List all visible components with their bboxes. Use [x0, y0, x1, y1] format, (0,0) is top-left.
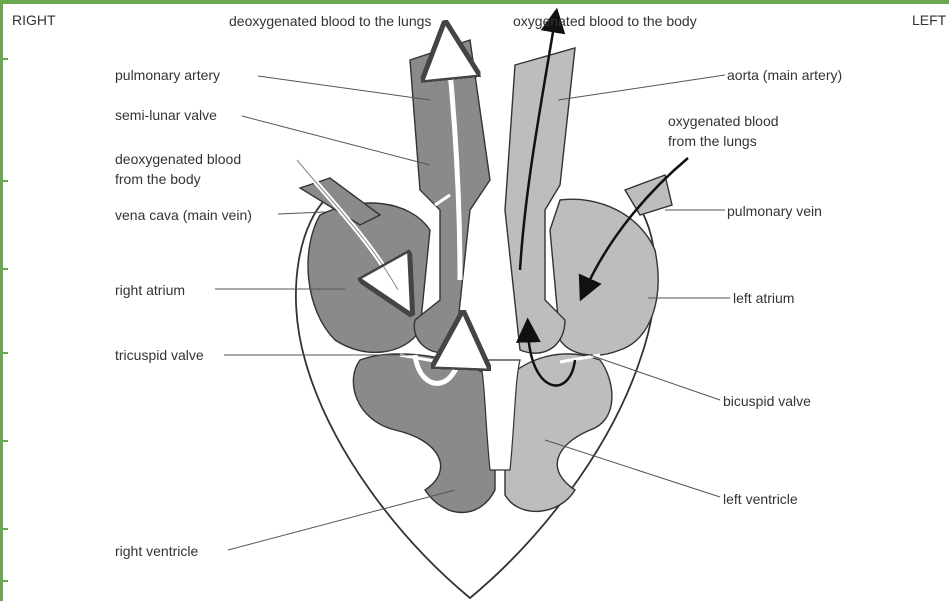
- tricuspid-valve-label: tricuspid valve: [115, 346, 204, 364]
- deoxygenated-from-body-label-line1: deoxygenated blood: [115, 150, 241, 168]
- bicuspid-valve-label: bicuspid valve: [723, 392, 811, 410]
- aorta-label: aorta (main artery): [727, 66, 842, 84]
- semi-lunar-valve-label: semi-lunar valve: [115, 106, 217, 124]
- oxygenated-from-lungs-label-line2: from the lungs: [668, 132, 757, 150]
- oxygenated-from-lungs-label-line1: oxygenated blood: [668, 112, 779, 130]
- right-corner-label: RIGHT: [12, 12, 56, 28]
- right-ventricle-label: right ventricle: [115, 542, 198, 560]
- right-atrium-shape: [308, 203, 430, 352]
- deoxygenated-from-body-label-line2: from the body: [115, 170, 201, 188]
- oxygenated-to-body-label: oxygenated blood to the body: [513, 12, 697, 30]
- pulmonary-vein-label: pulmonary vein: [727, 202, 822, 220]
- left-atrium-label: left atrium: [733, 289, 794, 307]
- deoxygenated-to-lungs-label: deoxygenated blood to the lungs: [229, 12, 431, 30]
- pulmonary-artery-label: pulmonary artery: [115, 66, 220, 84]
- vena-cava-label: vena cava (main vein): [115, 206, 252, 224]
- left-corner-label: LEFT: [912, 12, 946, 28]
- left-ventricle-label: left ventricle: [723, 490, 798, 508]
- right-atrium-label: right atrium: [115, 281, 185, 299]
